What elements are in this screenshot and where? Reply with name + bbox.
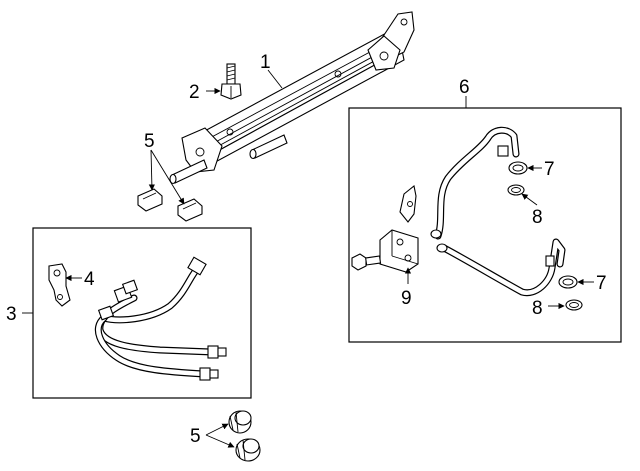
cap-lower xyxy=(235,438,261,462)
callout-8-bottom: 8 xyxy=(532,298,543,319)
seal-7-upper xyxy=(508,161,528,175)
seal-8-upper xyxy=(507,184,525,196)
adapter-block xyxy=(379,229,419,273)
clip-upper-left xyxy=(137,188,163,212)
cap-upper xyxy=(228,410,252,434)
callout-7-top: 7 xyxy=(544,159,555,180)
callout-5-top: 5 xyxy=(144,131,155,152)
callout-labels: 1 2 5 3 4 5 6 7 8 7 8 9 xyxy=(6,52,607,447)
seal-8-lower xyxy=(565,299,583,311)
callout-3: 3 xyxy=(6,304,17,325)
callout-4: 4 xyxy=(84,269,95,290)
bolt xyxy=(220,63,242,100)
cooler-lines xyxy=(94,256,227,381)
callout-2: 2 xyxy=(189,82,200,103)
callout-9: 9 xyxy=(401,288,412,309)
callout-5-bottom: 5 xyxy=(190,426,201,447)
adapter-bolt xyxy=(351,253,382,271)
leader-lines xyxy=(22,69,594,448)
seal-7-lower xyxy=(558,275,578,289)
clip-upper-right xyxy=(177,198,203,222)
oil-lines-group xyxy=(430,126,566,297)
callout-1: 1 xyxy=(260,52,271,73)
oil-cooler xyxy=(169,11,415,185)
callout-6: 6 xyxy=(459,77,470,98)
callout-8-top: 8 xyxy=(532,207,543,228)
bracket xyxy=(48,263,71,307)
line-bracket xyxy=(399,185,417,223)
part-6-box xyxy=(348,107,622,343)
callout-7-bottom: 7 xyxy=(596,273,607,294)
